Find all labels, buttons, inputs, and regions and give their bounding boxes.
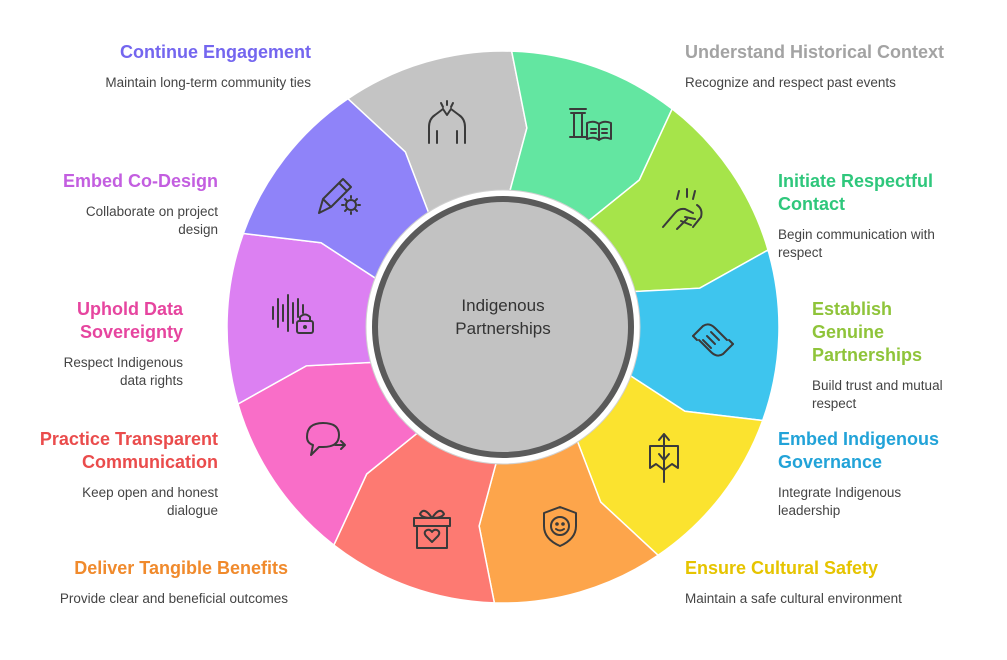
label-title: Deliver Tangible Benefits bbox=[74, 558, 288, 578]
label-description: Provide clear and beneficial outcomes bbox=[59, 591, 288, 606]
gift-heart-icon bbox=[413, 509, 451, 549]
center-label: Indigenous Partnerships bbox=[403, 294, 603, 340]
label-description: Maintain long-term community ties bbox=[105, 75, 311, 90]
column-book-icon bbox=[569, 108, 612, 141]
label-description: Recognize and respect past events bbox=[685, 75, 896, 90]
label-deliver-tangible-benefits: Deliver Tangible Benefits Provide clear … bbox=[0, 557, 288, 608]
label-title: Ensure Cultural Safety bbox=[685, 558, 879, 578]
handshake-icon bbox=[692, 323, 734, 357]
label-title: Continue Engagement bbox=[119, 42, 311, 62]
label-description: Maintain a safe cultural environment bbox=[685, 591, 902, 606]
label-understand-historical-context: Understand Historical Context Recognize … bbox=[685, 41, 985, 92]
center-circle bbox=[372, 196, 634, 458]
chat-bubbles-icon bbox=[306, 422, 346, 456]
center-label-line-1: Indigenous bbox=[461, 296, 545, 315]
center-label-line-2: Partnerships bbox=[455, 319, 551, 338]
audio-lock-icon bbox=[272, 294, 314, 334]
label-title: Understand Historical Context bbox=[685, 42, 945, 62]
pencil-gear-icon bbox=[318, 178, 361, 215]
helping-hands-icon bbox=[662, 188, 703, 230]
label-continue-engagement: Continue Engagement Maintain long-term c… bbox=[11, 41, 311, 92]
shield-smile-icon bbox=[543, 506, 577, 547]
high-five-icon bbox=[428, 100, 466, 144]
label-title: Embed Co-Design bbox=[62, 171, 218, 191]
label-ensure-cultural-safety: Ensure Cultural Safety Maintain a safe c… bbox=[685, 557, 985, 608]
banner-icon bbox=[649, 433, 679, 483]
